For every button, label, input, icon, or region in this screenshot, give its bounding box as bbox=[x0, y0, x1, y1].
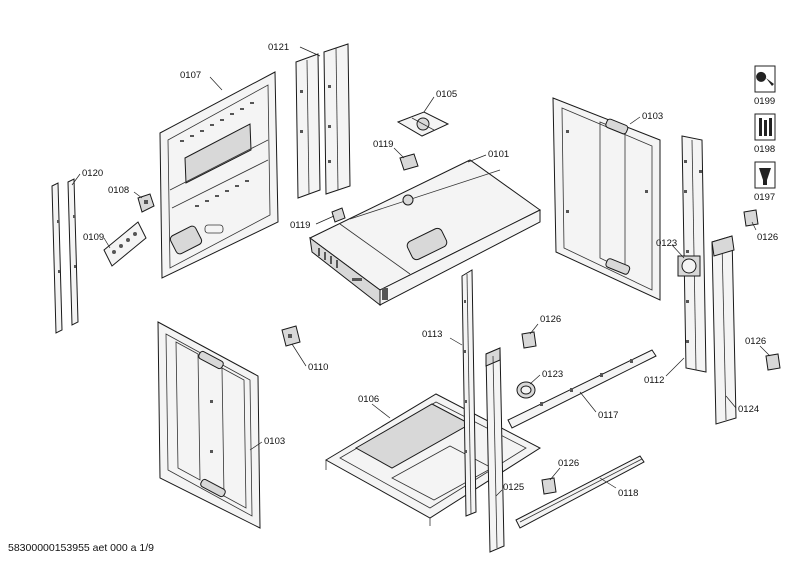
part-0113-center-upright bbox=[461, 269, 477, 517]
label-0126-b: 0126 bbox=[745, 336, 766, 347]
label-0126-a: 0126 bbox=[757, 232, 778, 243]
label-0119-upper: 0119 bbox=[373, 139, 393, 150]
part-0108-clip bbox=[137, 193, 155, 213]
label-0117: 0117 bbox=[598, 410, 618, 421]
label-0120: 0120 bbox=[82, 168, 103, 179]
part-0123-vent-center bbox=[516, 381, 536, 399]
label-0101: 0101 bbox=[488, 149, 509, 160]
label-0110: 0110 bbox=[308, 362, 328, 373]
label-0108: 0108 bbox=[108, 185, 129, 196]
part-0112-right-rail bbox=[681, 135, 707, 373]
part-0106-bottom-tray bbox=[325, 393, 542, 526]
label-0124: 0124 bbox=[738, 404, 759, 415]
part-0118-lower-rail bbox=[515, 455, 645, 529]
part-0103-side-panel-left bbox=[157, 321, 261, 529]
part-0126-clip-b bbox=[765, 353, 781, 371]
part-0107-rear-panel bbox=[159, 71, 279, 279]
part-0109-hinge-plate bbox=[103, 221, 147, 267]
screws-icon bbox=[754, 113, 776, 141]
label-0123-right: 0123 bbox=[656, 238, 677, 249]
part-0125-front-upright bbox=[485, 347, 505, 553]
label-0103-right: 0103 bbox=[642, 111, 663, 122]
wrench-icon bbox=[754, 65, 776, 93]
part-0101-top-housing bbox=[309, 159, 541, 307]
part-0126-clip-c bbox=[521, 331, 537, 349]
label-0109: 0109 bbox=[83, 232, 104, 243]
grease-icon bbox=[754, 161, 776, 189]
part-0103-side-panel-right bbox=[552, 97, 661, 301]
part-0126-clip-a bbox=[743, 209, 759, 227]
label-0126-d: 0126 bbox=[558, 458, 579, 469]
document-footer-id: 58300000153955 aet 000 a 1/9 bbox=[8, 542, 154, 554]
label-0198: 0198 bbox=[754, 144, 775, 155]
part-0110-clip bbox=[281, 325, 301, 347]
part-0120-strips bbox=[51, 178, 79, 334]
part-0119-clip-upper bbox=[399, 153, 419, 171]
part-0126-clip-d bbox=[541, 477, 557, 495]
part-0105-fan-plate bbox=[396, 111, 450, 137]
label-0106: 0106 bbox=[358, 394, 379, 405]
label-0123-center: 0123 bbox=[542, 369, 563, 380]
label-0105: 0105 bbox=[436, 89, 457, 100]
label-0126-c: 0126 bbox=[540, 314, 561, 325]
label-0118: 0118 bbox=[618, 488, 638, 499]
label-0197: 0197 bbox=[754, 192, 775, 203]
label-0125: 0125 bbox=[503, 482, 524, 493]
part-0119-clip-lower bbox=[331, 207, 346, 223]
label-0113: 0113 bbox=[422, 329, 442, 340]
label-0112: 0112 bbox=[644, 375, 664, 386]
part-0121-bracket bbox=[295, 43, 351, 199]
part-0123-vent-right bbox=[677, 255, 701, 277]
label-0121: 0121 bbox=[268, 42, 289, 53]
label-0103-left: 0103 bbox=[264, 436, 285, 447]
label-0107: 0107 bbox=[180, 70, 201, 81]
part-0117-diagonal-rail bbox=[507, 349, 657, 429]
part-0124-front-upright bbox=[711, 235, 737, 425]
label-0199: 0199 bbox=[754, 96, 775, 107]
label-0119-lower: 0119 bbox=[290, 220, 310, 231]
